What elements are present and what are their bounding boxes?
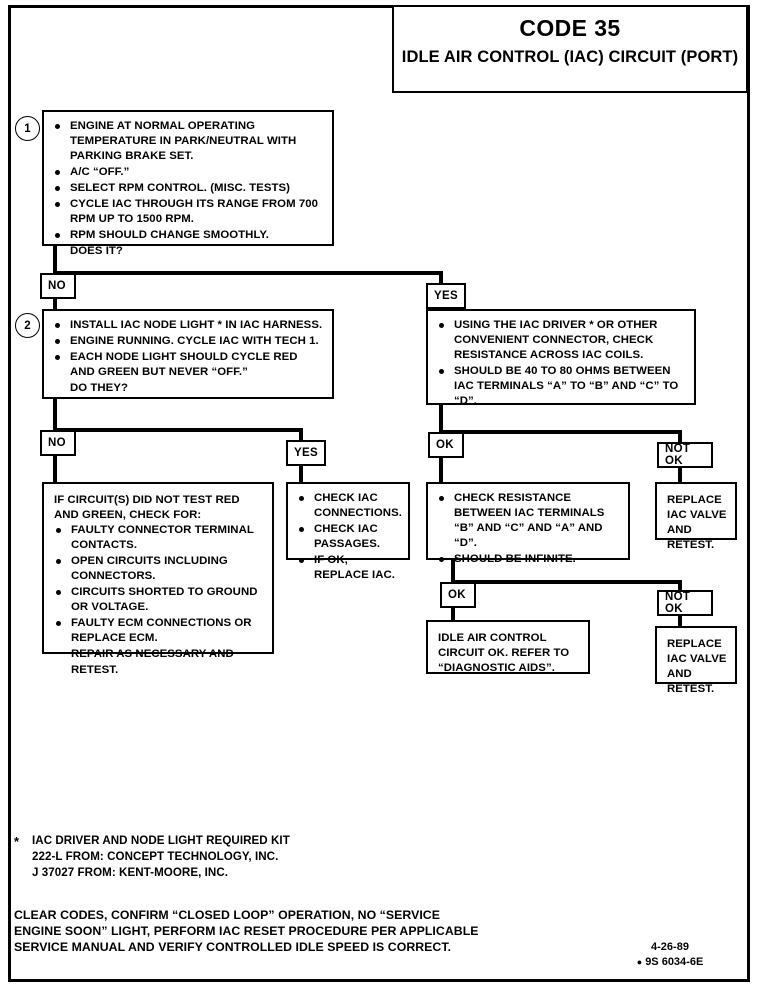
list-item: SHOULD BE 40 TO 80 OHMS BETWEEN IAC TERM… — [437, 364, 686, 409]
connector-no1-down — [53, 299, 57, 311]
step-number-2: 2 — [15, 313, 40, 338]
box-step-2-node-light: INSTALL IAC NODE LIGHT * IN IAC HARNESS.… — [42, 309, 334, 399]
connector-branch2-right-down — [299, 428, 303, 440]
list-item: SELECT RPM CONTROL. (MISC. TESTS) — [53, 181, 324, 196]
box-replace-iac-valve-2: REPLACE IAC VALVE AND RETEST. — [655, 626, 737, 695]
box-replace-2-text: REPLACE IAC VALVE AND RETEST. — [667, 638, 727, 696]
footnote-marker: * — [14, 834, 20, 849]
step-number-1: 1 — [15, 116, 40, 141]
branch-label-ok-1: OK — [428, 432, 464, 458]
connector-notok2-down — [678, 616, 682, 626]
branch-label-ok-2: OK — [440, 582, 476, 608]
list-item: A/C “OFF.” — [53, 165, 324, 180]
box-step-1-preconditions: ENGINE AT NORMAL OPERATING TEMPERATURE I… — [42, 110, 334, 257]
connector-branch2-bar — [53, 428, 303, 432]
page-border — [8, 5, 750, 982]
connector-no2-down — [53, 456, 57, 482]
connector-yes2-down — [299, 466, 303, 482]
branch-label-not-ok-2: NOT OK — [657, 590, 713, 616]
box-circuit-ok-result: IDLE AIR CONTROL CIRCUIT OK. REFER TO “D… — [426, 620, 590, 674]
page-title: CODE 35 — [519, 15, 621, 41]
box1-question: DOES IT? — [70, 245, 123, 258]
connector-branch1-bar — [53, 271, 443, 275]
box-replace-iac-valve-1: REPLACE IAC VALVE AND RETEST. — [655, 482, 737, 551]
box2-question: DO THEY? — [70, 382, 128, 395]
connector-box1-down — [53, 245, 57, 273]
list-item: FAULTY ECM CONNECTIONS OR REPLACE ECM. — [54, 616, 264, 646]
list-item: IF OK, REPLACE IAC. — [297, 553, 400, 583]
title-block: CODE 35 IDLE AIR CONTROL (IAC) CIRCUIT (… — [392, 5, 748, 93]
connector-infinite-down — [451, 558, 455, 584]
document-part-number-text: 9S 6034-6E — [645, 955, 704, 968]
list-item: CHECK RESISTANCE BETWEEN IAC TERMINALS “… — [437, 491, 620, 551]
footnote-line-1: IAC DRIVER AND NODE LIGHT REQUIRED KIT — [32, 834, 290, 847]
document-date: 4-26-89 — [651, 941, 689, 953]
box-circuit-check-lead: IF CIRCUIT(S) DID NOT TEST RED AND GREEN… — [54, 494, 240, 522]
list-item: CIRCUITS SHORTED TO GROUND OR VOLTAGE. — [54, 585, 264, 615]
box-circuit-fault-checklist: IF CIRCUIT(S) DID NOT TEST RED AND GREEN… — [42, 482, 274, 676]
list-item: EACH NODE LIGHT SHOULD CYCLE RED AND GRE… — [53, 350, 324, 380]
footnote-line-2: 222-L FROM: CONCEPT TECHNOLOGY, INC. — [32, 849, 279, 863]
closing-instructions: CLEAR CODES, CONFIRM “CLOSED LOOP” OPERA… — [14, 908, 479, 955]
list-item: SHOULD BE INFINITE. — [437, 552, 620, 567]
branch-label-not-ok-1: NOT OK — [657, 442, 713, 468]
list-item: ENGINE RUNNING. CYCLE IAC WITH TECH 1. — [53, 334, 324, 349]
list-item: FAULTY CONNECTOR TERMINAL CONTACTS. — [54, 523, 264, 553]
connector-branch4-bar — [451, 580, 682, 584]
list-item: RPM SHOULD CHANGE SMOOTHLY. — [53, 228, 324, 243]
list-item: USING THE IAC DRIVER * OR OTHER CONVENIE… — [437, 318, 686, 363]
footnote-line-3: J 37027 FROM: KENT-MOORE, INC. — [32, 865, 229, 879]
box-check-iac-connections: CHECK IAC CONNECTIONS. CHECK IAC PASSAGE… — [286, 482, 410, 581]
connector-box2-down — [53, 398, 57, 432]
connector-notok1-down — [678, 468, 682, 482]
list-item: CYCLE IAC THROUGH ITS RANGE FROM 700 RPM… — [53, 197, 324, 227]
connector-branch3-right-down — [678, 430, 682, 442]
document-identifier: 4-26-89 ● 9S 6034-6E — [600, 940, 740, 970]
connector-branch4-right-down — [678, 580, 682, 590]
connector-ok1-down — [439, 458, 443, 482]
branch-label-no-2: NO — [40, 430, 76, 456]
box-check-resistance-coils: USING THE IAC DRIVER * OR OTHER CONVENIE… — [426, 309, 696, 407]
connector-resistance-down — [439, 404, 443, 434]
branch-label-yes-1: YES — [426, 283, 466, 309]
branch-label-yes-2: YES — [286, 440, 326, 466]
list-item: OPEN CIRCUITS INCLUDING CONNECTORS. — [54, 554, 264, 584]
connector-branch1-right-down — [439, 271, 443, 283]
list-item: CHECK IAC CONNECTIONS. — [297, 491, 402, 521]
list-item: INSTALL IAC NODE LIGHT * IN IAC HARNESS. — [53, 318, 324, 333]
circuit-subtitle: IDLE AIR CONTROL (IAC) CIRCUIT (PORT) — [401, 48, 739, 67]
document-part-number: ● 9S 6034-6E — [636, 955, 704, 968]
connector-branch3-bar — [439, 430, 682, 434]
branch-label-no-1: NO — [40, 273, 76, 299]
footnote-tool-kit: * IAC DRIVER AND NODE LIGHT REQUIRED KIT… — [14, 833, 444, 881]
box-check-resistance-infinite: CHECK RESISTANCE BETWEEN IAC TERMINALS “… — [426, 482, 630, 565]
box-circuit-check-tail: REPAIR AS NECESSARY AND RETEST. — [71, 648, 234, 676]
box-circuit-ok-text: IDLE AIR CONTROL CIRCUIT OK. REFER TO “D… — [438, 632, 570, 675]
connector-ok2-down — [451, 606, 455, 620]
list-item: ENGINE AT NORMAL OPERATING TEMPERATURE I… — [53, 119, 324, 164]
list-item: CHECK IAC PASSAGES. — [297, 522, 400, 552]
box-replace-1-text: REPLACE IAC VALVE AND RETEST. — [667, 494, 727, 552]
